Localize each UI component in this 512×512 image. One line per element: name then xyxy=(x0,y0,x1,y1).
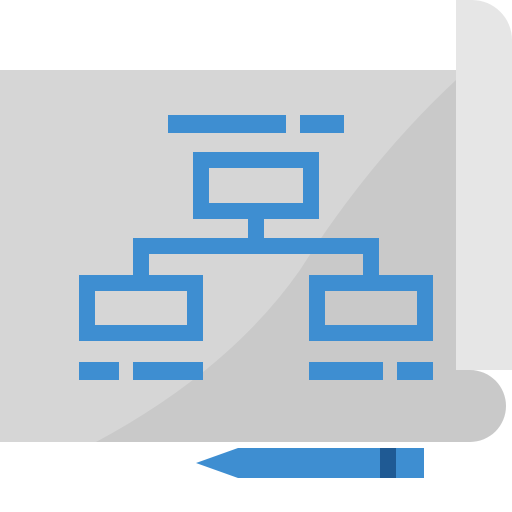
left-label-bar-short xyxy=(79,362,119,380)
flowchart-diagram xyxy=(79,152,433,341)
pencil-band xyxy=(380,448,396,478)
left-label-bar xyxy=(133,362,203,380)
paper-roll-icon xyxy=(456,0,512,370)
right-label-bar-short xyxy=(397,362,433,380)
top-label-bar-short xyxy=(300,115,344,133)
paper-highlight xyxy=(0,70,456,442)
pencil-body xyxy=(196,448,424,478)
flowchart-right-node xyxy=(309,275,433,341)
flowchart-labels xyxy=(79,115,433,380)
right-label-bar xyxy=(309,362,383,380)
flowchart-left-node xyxy=(79,275,203,341)
pencil-icon xyxy=(196,448,424,478)
flowchart-connector xyxy=(133,219,379,275)
flowchart-top-node xyxy=(193,152,319,219)
top-label-bar xyxy=(168,115,286,133)
